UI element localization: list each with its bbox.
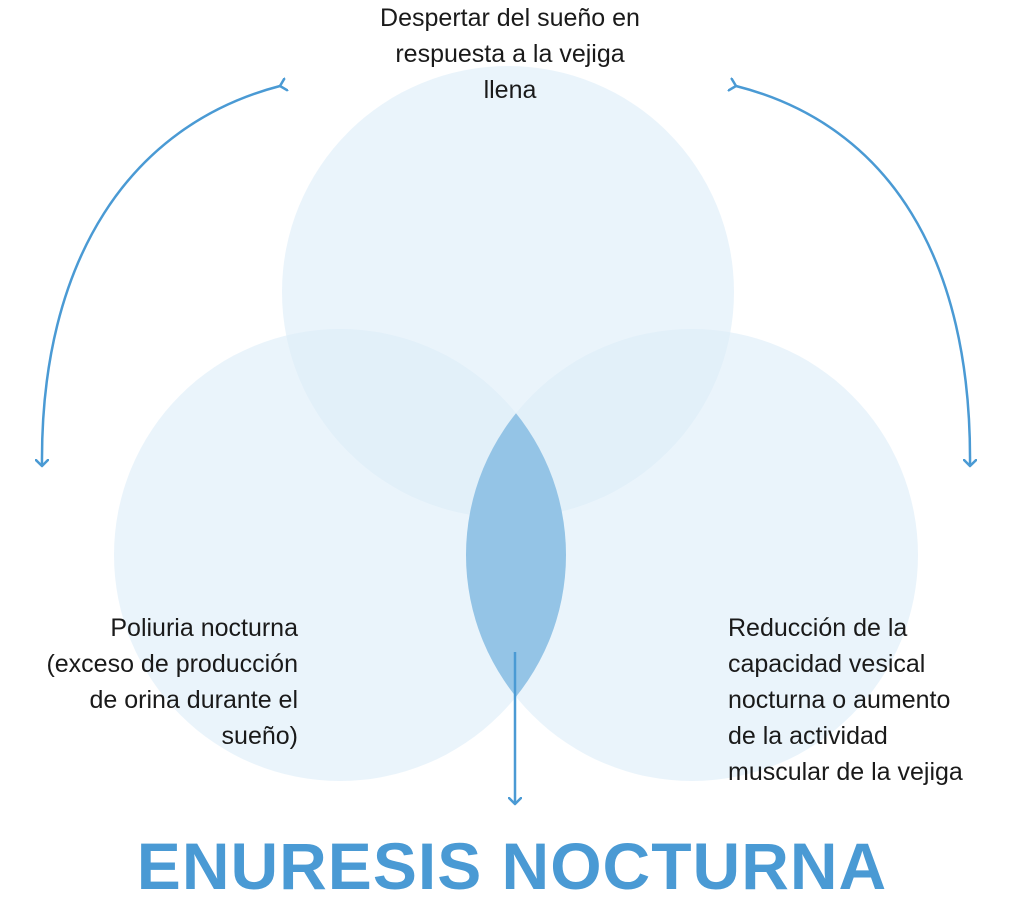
label-top-line: llena: [483, 76, 537, 104]
label-left-line: de orina durante el: [89, 686, 298, 714]
label-top-line: respuesta a la vejiga: [395, 40, 625, 68]
arrow-left-curve: [42, 86, 280, 466]
label-left-line: (exceso de producción: [46, 650, 298, 678]
label-right-line: de la actividad: [728, 722, 888, 750]
label-right-line: Reducción de la: [728, 614, 908, 642]
label-right: Reducción de la capacidad vesical noctur…: [728, 610, 1024, 790]
label-left-line: Poliuria nocturna: [110, 614, 298, 642]
main-title: ENURESIS NOCTURNA: [136, 829, 888, 903]
arrow-right-curve: [736, 86, 970, 466]
label-right-line: capacidad vesical: [728, 650, 926, 678]
label-left: Poliuria nocturna (exceso de producción …: [0, 610, 298, 754]
label-left-line: sueño): [221, 722, 298, 750]
label-top: Despertar del sueño en respuesta a la ve…: [330, 0, 690, 108]
label-top-line: Despertar del sueño en: [380, 4, 640, 32]
label-right-line: nocturna o aumento: [728, 686, 951, 714]
label-right-line: muscular de la vejiga: [728, 758, 963, 786]
